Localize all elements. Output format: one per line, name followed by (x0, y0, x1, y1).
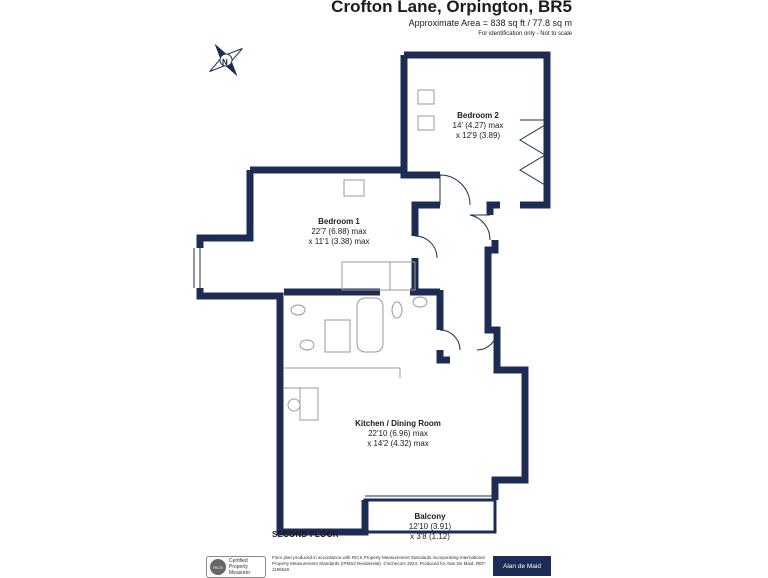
kitchen-counter (284, 387, 319, 421)
rics-logo-icon: RICS (210, 559, 226, 575)
bedroom-1-name: Bedroom 1 (318, 217, 360, 226)
balcony-dim2: x 3'8 (1.12) (410, 532, 450, 541)
skylight (417, 115, 435, 131)
bedroom-2-dim1: 14' (4.27) max (453, 121, 504, 130)
disclaimer: Floor plan produced in accordance with R… (272, 555, 487, 572)
rics-line-3: Measurer (229, 570, 251, 576)
skylight (417, 89, 435, 105)
wardrobe-door (519, 124, 546, 186)
compass-north-letter: N (222, 58, 228, 67)
bedroom-1-dim1: 22'7 (6.88) max (311, 227, 366, 236)
door-swing (469, 214, 491, 241)
rics-text: Certified Property Measurer (229, 558, 250, 576)
bedroom-2-dim2: x 12'9 (3.89) (456, 131, 501, 140)
approximate-area: Approximate Area = 838 sq ft / 77.8 sq m (408, 18, 572, 28)
outer-walls (196, 166, 529, 536)
kitchen-dim2: x 14'2 (4.32) max (367, 439, 429, 448)
bedroom-1-dim2: x 11'1 (3.38) max (309, 237, 370, 246)
page-title: Crofton Lane, Orpington, BR5 (331, 0, 572, 16)
wardrobe (341, 261, 391, 291)
door-swing (476, 329, 498, 351)
door-swing (414, 235, 438, 259)
interior-walls (284, 201, 450, 364)
identification-note: For identification only - Not to scale (478, 31, 572, 37)
brand-logo: Alan de Maid (493, 556, 551, 576)
toilet (391, 301, 403, 319)
floor-label: SECOND FLOOR (272, 530, 339, 539)
kitchen-dim1: 22'10 (6.96) max (368, 429, 428, 438)
compass-icon (209, 43, 243, 77)
door-swing (439, 329, 461, 351)
rics-certification: RICS Certified Property Measurer (206, 556, 266, 578)
basin (412, 296, 428, 308)
bathtub (356, 297, 384, 353)
shower-tray (324, 319, 351, 353)
skylight (343, 179, 365, 197)
rics-line-1: Certified (229, 558, 248, 564)
wardrobe (389, 261, 416, 291)
balcony-dim1: 12'10 (3.91) (409, 522, 452, 531)
kitchen-name: Kitchen / Dining Room (355, 419, 441, 428)
sink (287, 398, 301, 412)
balcony-name: Balcony (414, 512, 446, 521)
toilet (290, 304, 306, 316)
basin (299, 339, 315, 351)
bedroom-2-name: Bedroom 2 (457, 111, 499, 120)
rics-line-2: Property (229, 564, 248, 570)
door-swing (439, 174, 471, 206)
